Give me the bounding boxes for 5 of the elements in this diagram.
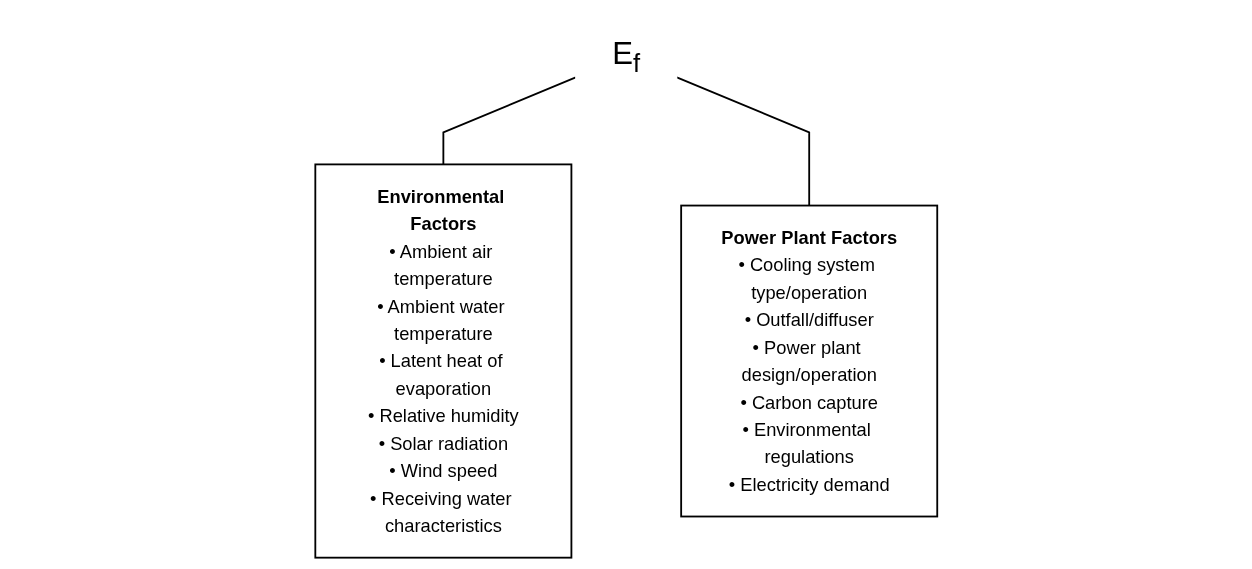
connector <box>675 75 810 206</box>
connector <box>442 75 577 165</box>
node-text: E$_{f}$ <box>612 35 640 77</box>
node-box: Environmental Factors • Ambient air temperature • Ambient water temperature • Latent heat of evaporation • Relative humidity • Solar radiation • Wind speed • Receiving water characteristics <box>314 163 573 559</box>
node-box: Power Plant Factors • Cooling system type/operation • Outfall/diffuser • Power plant design/operation • Carbon capture • Environmental regulations • Electricity demand <box>679 204 938 517</box>
